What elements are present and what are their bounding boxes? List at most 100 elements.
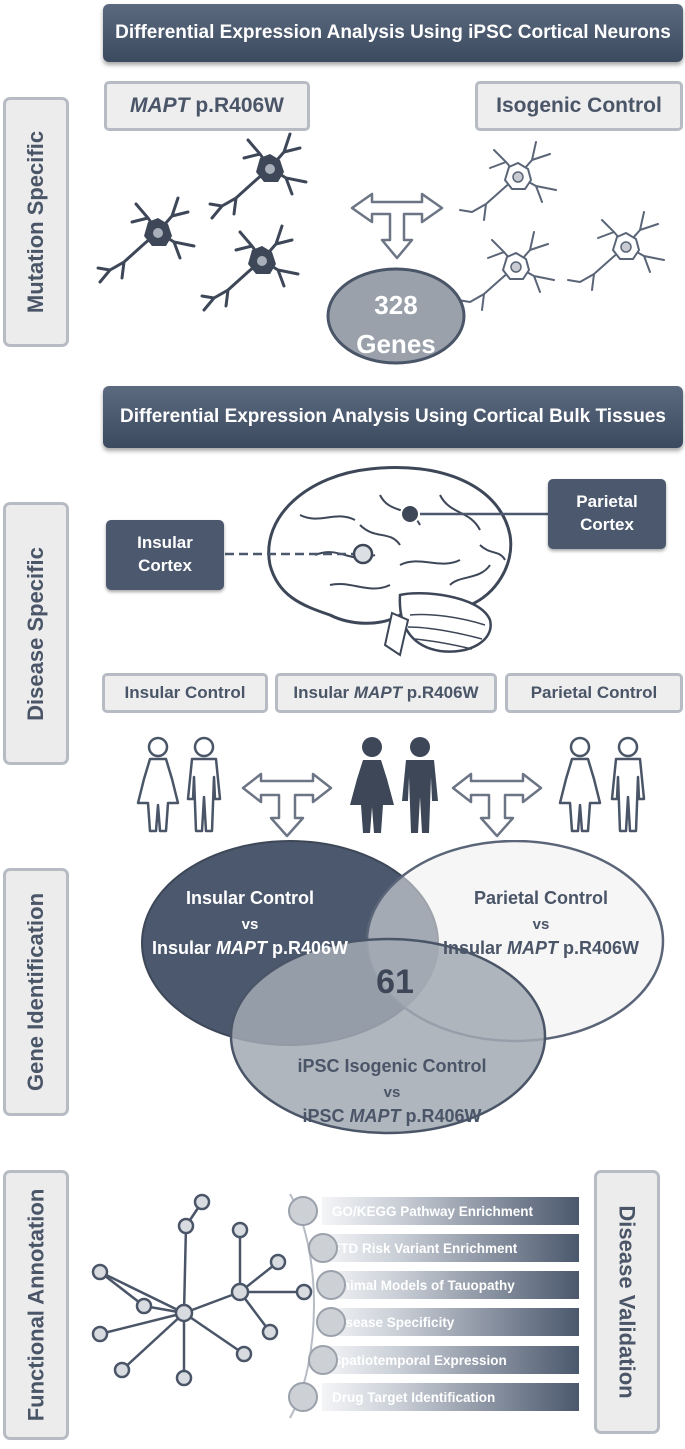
network-node — [269, 1253, 287, 1271]
venn-bottom-line2: vs — [384, 1084, 401, 1101]
group-parietal-control: Parietal Control — [505, 673, 683, 713]
brain-stem — [383, 611, 410, 657]
network-graph — [91, 1193, 313, 1387]
network-node — [91, 1325, 109, 1343]
isogenic-label: Isogenic Control — [496, 94, 662, 117]
gene-name: MAPT — [353, 683, 403, 702]
venn-bottom-line3: iPSC MAPT p.R406W — [302, 1106, 481, 1126]
annotation-ftd-risk: FTD Risk Variant Enrichment — [322, 1234, 579, 1262]
network-node — [193, 1193, 211, 1211]
genes-count: 328 — [374, 290, 417, 320]
brain-illustration — [225, 466, 548, 657]
variant-name: p.R406W — [402, 683, 479, 702]
genes-label: Genes — [356, 329, 436, 359]
comparison-arrow-icon — [350, 192, 444, 260]
venn-left-line1: Insular Control — [186, 888, 314, 908]
isogenic-control-box: Isogenic Control — [475, 81, 683, 131]
people-illustration — [136, 736, 646, 838]
group-insular-control: Insular Control — [102, 673, 268, 713]
neuron-control-1 — [459, 141, 557, 221]
man-control-icon — [186, 736, 222, 833]
section-label-text: Functional Annotation — [23, 1188, 48, 1422]
neuron-control-3 — [567, 211, 665, 291]
network-node — [177, 1217, 195, 1235]
annotation-drug-target: Drug Target Identification — [322, 1383, 579, 1411]
banner-bulk-tissues: Differential Expression Analysis Using C… — [103, 386, 683, 448]
section-label-text: Disease Validation — [615, 1205, 641, 1399]
banner-ipsc-neurons: Differential Expression Analysis Using i… — [103, 4, 683, 62]
annotation-label: Spatiotemporal Expression — [332, 1352, 507, 1368]
annotation-bullet — [316, 1307, 346, 1337]
section-label-disease-specific: Disease Specific — [3, 502, 69, 765]
annotation-bullet — [308, 1233, 338, 1263]
annotation-go-kegg: GO/KEGG Pathway Enrichment — [322, 1197, 579, 1225]
venn-intersection-count: 61 — [376, 963, 414, 1001]
section-label-disease-validation: Disease Validation — [594, 1170, 660, 1434]
section-label-gene-identification: Gene Identification — [3, 868, 69, 1116]
annotation-bullet — [288, 1196, 318, 1226]
gene-name: MAPT — [129, 94, 190, 117]
network-hub-node — [174, 1303, 194, 1323]
annotation-bullet — [288, 1382, 318, 1412]
brain-cerebellum — [398, 592, 492, 653]
group-label: Parietal Control — [530, 683, 658, 702]
network-node — [230, 1282, 250, 1302]
neuron-mutant-2 — [96, 196, 196, 284]
label-line: Insular — [137, 533, 193, 553]
brain-cerebrum — [267, 466, 513, 625]
man-parietal-control-icon — [610, 736, 646, 833]
venn-left-line2: vs — [242, 916, 259, 933]
label-line: Parietal — [576, 492, 638, 512]
section-label-functional-annotation: Functional Annotation — [3, 1170, 69, 1440]
woman-parietal-control-icon — [558, 736, 602, 833]
network-node — [295, 1283, 313, 1301]
banner-text: Differential Expression Analysis Using i… — [115, 22, 671, 43]
venn-bottom-line1: iPSC Isogenic Control — [297, 1056, 486, 1076]
network-node — [235, 1345, 253, 1363]
variant-name: p.R406W — [189, 94, 285, 117]
label-line: Cortex — [580, 515, 634, 534]
group-prefix: Insular — [293, 683, 354, 702]
network-node — [261, 1323, 279, 1341]
neuron-illustration: 328 Genes — [96, 132, 665, 365]
annotation-label: Disease Specificity — [332, 1314, 455, 1330]
section-label-mutation-specific: Mutation Specific — [3, 97, 69, 347]
annotation-label: GO/KEGG Pathway Enrichment — [332, 1203, 534, 1219]
annotation-bullet — [316, 1270, 346, 1300]
annotation-label: FTD Risk Variant Enrichment — [332, 1240, 518, 1256]
banner-text: Differential Expression Analysis Using C… — [120, 406, 666, 427]
annotation-spatiotemporal: Spatiotemporal Expression — [322, 1346, 579, 1374]
network-node — [231, 1221, 249, 1239]
woman-control-icon — [136, 736, 180, 833]
network-node — [113, 1361, 131, 1379]
parietal-marker — [400, 504, 420, 524]
woman-patient-icon — [350, 737, 394, 833]
insular-marker — [352, 543, 374, 565]
mapt-mutation-box: MAPT p.R406W — [104, 81, 310, 131]
comparison-arrow-right-icon — [451, 772, 543, 838]
section-label-text: Disease Specific — [23, 546, 49, 721]
venn-right-line2: vs — [533, 916, 550, 933]
annotation-label: Drug Target Identification — [332, 1389, 496, 1405]
venn-left-line3: Insular MAPT p.R406W — [152, 938, 348, 958]
annotation-bullet — [308, 1345, 338, 1375]
venn-right-line1: Parietal Control — [474, 888, 608, 908]
group-insular-mapt: Insular MAPT p.R406W — [275, 673, 497, 713]
genes-ellipse — [326, 267, 466, 365]
label-line: Cortex — [138, 556, 192, 575]
man-patient-icon — [402, 737, 438, 833]
insular-cortex-label: Insular Cortex — [106, 520, 224, 590]
venn-right-line3: Insular MAPT p.R406W — [443, 938, 639, 958]
neuron-mutant-1 — [208, 132, 308, 220]
network-node — [135, 1297, 153, 1315]
annotation-animal-models: Animal Models of Tauopathy — [322, 1271, 579, 1299]
comparison-arrow-left-icon — [241, 772, 333, 838]
neuron-mutant-3 — [200, 224, 300, 312]
group-label: Insular Control — [124, 683, 246, 702]
annotation-label: Animal Models of Tauopathy — [332, 1277, 515, 1293]
network-node — [91, 1263, 109, 1281]
annotation-disease-specificity: Disease Specificity — [322, 1308, 579, 1336]
neuron-control-2 — [457, 231, 555, 311]
network-node — [175, 1369, 193, 1387]
venn-bottom-set — [229, 937, 547, 1135]
